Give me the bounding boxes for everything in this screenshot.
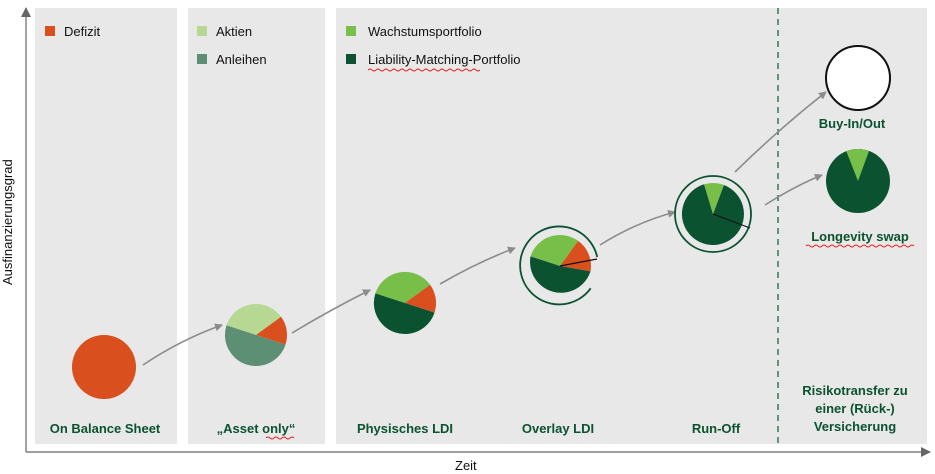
legend-swatch-liability xyxy=(346,54,356,64)
x-axis-label: Zeit xyxy=(455,458,477,473)
pie-slice-liability xyxy=(373,293,435,335)
arrow-4 xyxy=(599,209,676,246)
pie-longevity-swap xyxy=(826,149,890,213)
pie-slice-defizit xyxy=(405,284,437,313)
spellcheck-underline-asset-only xyxy=(265,436,295,440)
legend-swatch-aktien xyxy=(197,26,207,36)
stage-label-on-balance-sheet: On Balance Sheet xyxy=(50,421,161,436)
legend-label-anleihen: Anleihen xyxy=(216,52,267,67)
pie-slice-wachstum xyxy=(704,183,724,214)
run-off-ring xyxy=(674,175,752,253)
pie-run-off xyxy=(674,175,752,253)
panel-asset-only xyxy=(188,8,325,444)
stage-label-overlay-ldi: Overlay LDI xyxy=(522,421,594,436)
pie-overlay-ldi xyxy=(519,225,599,306)
pie-slice-wachstum xyxy=(846,149,869,181)
pie-slice-wachstum xyxy=(375,271,431,303)
pie-slice-liability xyxy=(530,256,591,293)
run-off-marker xyxy=(712,213,751,229)
pie-physisches-ldi xyxy=(373,271,437,335)
pie-slice-defizit xyxy=(560,240,591,272)
arrow-5 xyxy=(734,91,827,173)
risk-transfer-line-1: Risikotransfer zu xyxy=(802,383,908,398)
pie-slice-defizit xyxy=(256,316,288,345)
legend-label-defizit: Defizit xyxy=(64,24,101,39)
longevity-swap-label: Longevity swap xyxy=(811,229,909,244)
pie-slice-wachstum xyxy=(530,234,579,266)
pie-slice-liability xyxy=(681,184,744,246)
arrow-3 xyxy=(439,246,516,285)
spellcheck-underline-liability xyxy=(367,68,481,72)
buy-in-out-label: Buy-In/Out xyxy=(819,116,886,131)
stage-label-physisches-ldi: Physisches LDI xyxy=(357,421,453,436)
buy-in-out-circle xyxy=(825,45,891,111)
arrow-2 xyxy=(291,289,371,334)
legend-label-aktien: Aktien xyxy=(216,24,252,39)
risk-transfer-line-3: Versicherung xyxy=(814,419,896,434)
pie-slice-anleihen xyxy=(224,325,286,367)
pie-asset-only xyxy=(224,303,288,367)
legend-swatch-anleihen xyxy=(197,54,207,64)
legend-label-liability: Liability-Matching-Portfolio xyxy=(368,52,520,67)
overlay-marker xyxy=(559,258,598,267)
arrow-1 xyxy=(142,323,223,366)
y-axis-label: Ausfinanzierungsgrad xyxy=(0,159,15,285)
stage-label-asset-only: „Asset only“ xyxy=(217,421,296,436)
legend-label-wachstum: Wachstumsportfolio xyxy=(368,24,482,39)
spellcheck-underline-longevity xyxy=(805,244,915,248)
pie-slice-defizit xyxy=(72,335,136,399)
legend-swatch-defizit xyxy=(45,26,55,36)
pie-on-balance-sheet xyxy=(72,335,136,399)
arrow-6 xyxy=(764,173,823,206)
stage-label-run-off: Run-Off xyxy=(692,421,741,436)
risk-transfer-line-2: einer (Rück-) xyxy=(815,401,894,416)
legend-swatch-wachstum xyxy=(346,26,356,36)
pie-slice-aktien xyxy=(226,303,282,335)
overlay-ring xyxy=(519,225,599,306)
